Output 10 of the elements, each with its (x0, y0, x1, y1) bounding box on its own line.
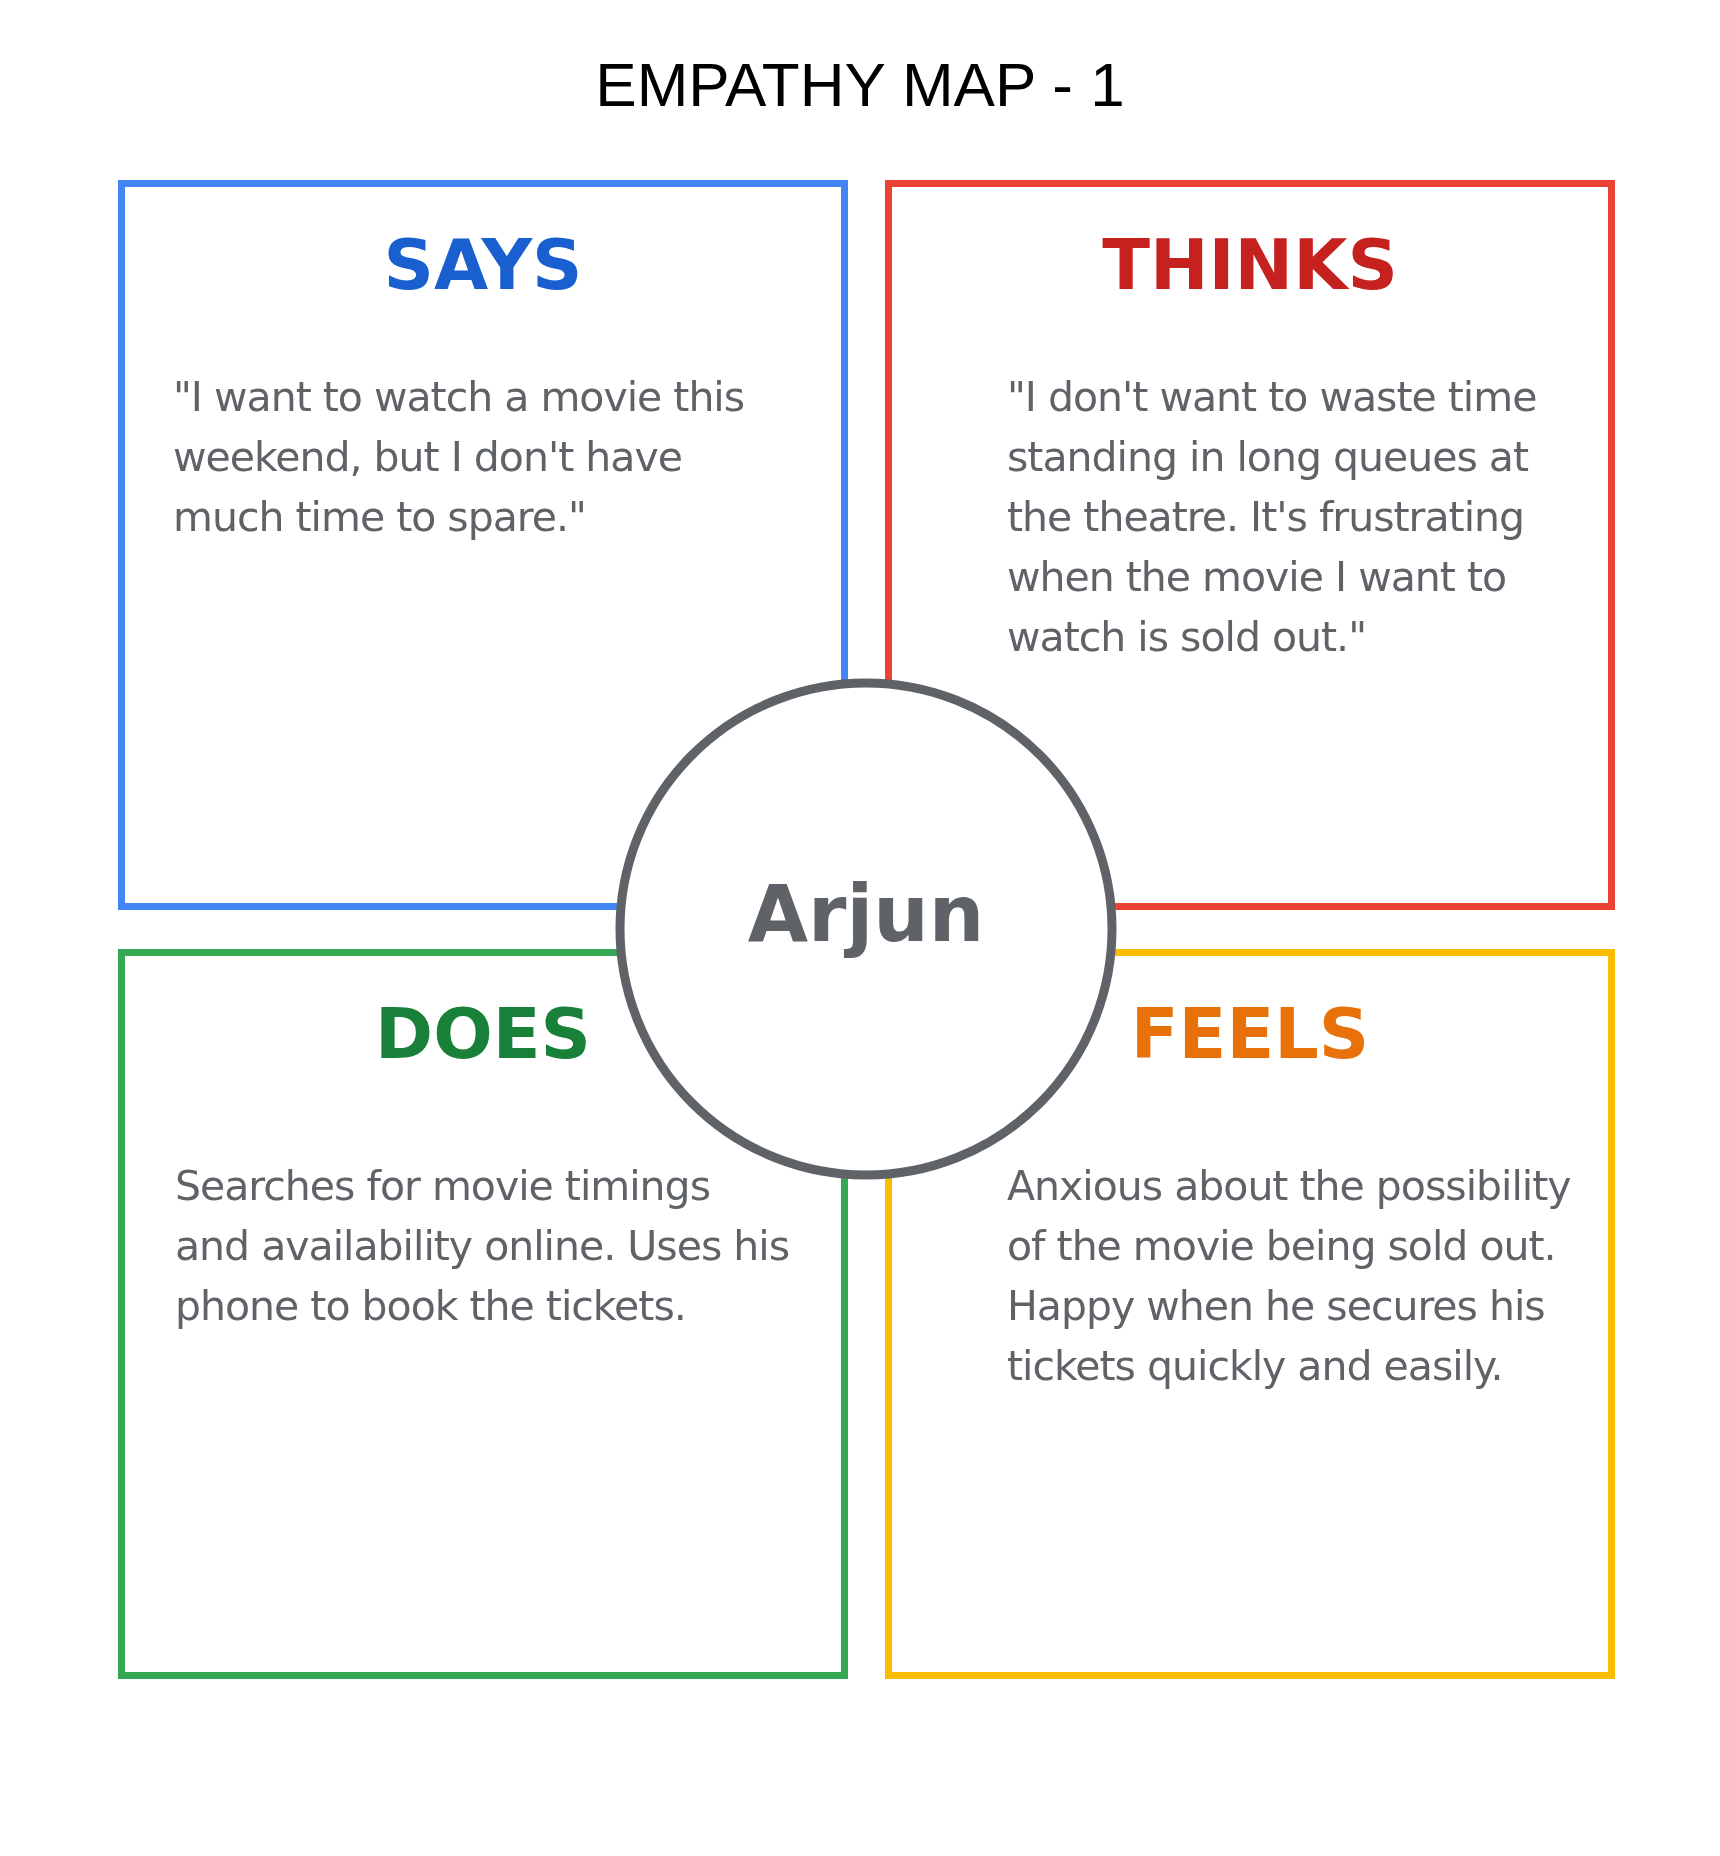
persona-name: Arjun (746, 869, 986, 959)
quadrant-heading: DOES (374, 994, 592, 1074)
quadrant-heading: THINKS (1101, 225, 1399, 305)
quadrant-heading: FEELS (1129, 994, 1371, 1074)
quadrant-text: Searches for movie timings and availability online. Uses his phone to book the tickets. (175, 1161, 790, 1332)
quadrant-text: Anxious about the possibility of the movie being sold out. Happy when he secures his tickets quickly and easily. (1007, 1161, 1572, 1392)
quadrant-text: "I want to watch a movie this weekend, but I don't have much time to spare." (173, 372, 746, 543)
quadrant-heading: SAYS (382, 225, 584, 305)
quadrant-text: "I don't want to waste time standing in long queues at the theatre. It's frustrating when the movie I want to watch is sold out." (1007, 372, 1538, 663)
diagram-title: EMPATHY MAP - 1 (594, 50, 1126, 120)
